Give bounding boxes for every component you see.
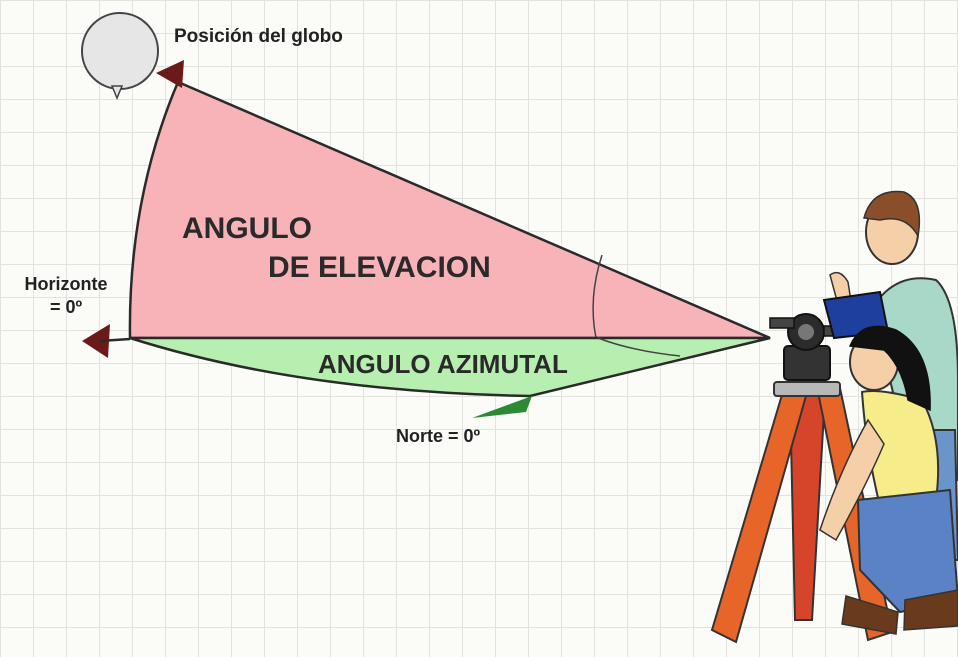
north-arrowhead [472,396,532,418]
horizon-line [99,337,131,343]
azimuth-angle-label: ANGULO AZIMUTAL [318,349,568,379]
observers-illustration [819,190,958,635]
balloon-position-label: Posición del globo [174,26,343,47]
azimuth-angle-arc [597,337,681,357]
horizon-label-line2: = 0º [50,297,83,317]
north-label: Norte = 0º [396,426,481,446]
azimuth-angle-wedge [129,336,771,398]
elevation-angle-label-line1: ANGULO [182,212,312,245]
balloon-icon [81,12,159,100]
balloon-direction-arrowhead [156,60,184,88]
horizon-label-line1: Horizonte [25,274,108,294]
elevation-angle-arc [592,254,603,339]
horizon-arrowhead [82,324,110,358]
elevation-angle-label-line2: DE ELEVACION [268,251,491,284]
elevation-angle-wedge [128,80,771,340]
